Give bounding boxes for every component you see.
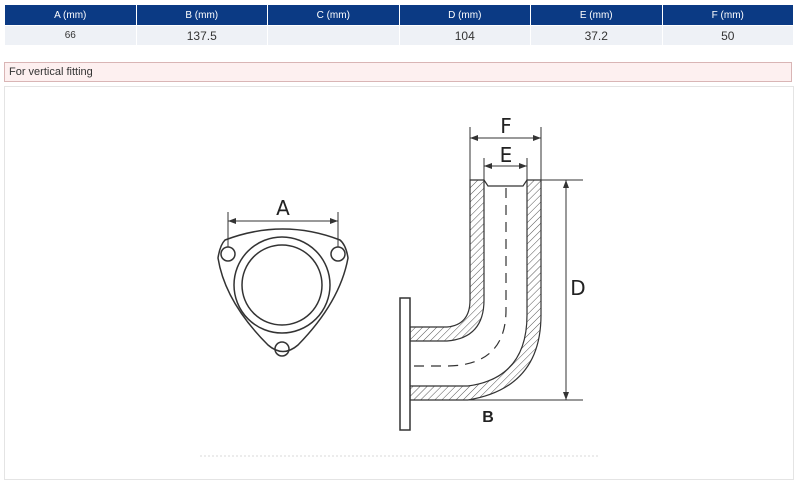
flange-bore-outer (233, 236, 331, 334)
dim-a-label: A (276, 196, 290, 220)
header-e: E (mm) (530, 4, 663, 26)
elbow-pipe-drawing: F E D B (399, 114, 586, 431)
dim-d-label: D (570, 276, 585, 300)
dim-e-label: E (500, 143, 513, 167)
pipe-centerline (414, 188, 507, 367)
bolt-hole-bottom (274, 341, 290, 357)
value-b: 137.5 (135, 25, 268, 46)
dim-f-arrow-right (533, 135, 541, 141)
pipe-top-bevel (483, 179, 528, 187)
diagram-panel (4, 86, 794, 480)
dimensions-table: A (mm) B (mm) C (mm) D (mm) E (mm) F (mm… (4, 4, 794, 46)
dim-e-arrow-left (484, 163, 492, 169)
dim-a-arrow-left (228, 218, 236, 224)
dim-a-arrow-right (330, 218, 338, 224)
value-e: 37.2 (530, 25, 663, 46)
value-d: 104 (398, 25, 531, 46)
header-f: F (mm) (661, 4, 794, 26)
value-a: 66 (4, 25, 137, 46)
fitting-note: For vertical fitting (4, 62, 792, 82)
pipe-inner-wall (409, 179, 485, 342)
dim-e-arrow-right (519, 163, 527, 169)
dim-f-label: F (500, 114, 512, 138)
value-f: 50 (661, 25, 794, 46)
table-row: 66 137.5 104 37.2 50 (4, 25, 794, 46)
dim-d-arrow-bottom (563, 392, 569, 400)
header-a: A (mm) (4, 4, 137, 26)
value-c (267, 25, 400, 46)
dim-b-label: B (482, 409, 494, 426)
flange-drawing: A (217, 196, 349, 357)
header-b: B (mm) (135, 4, 268, 26)
mounting-plate (399, 297, 411, 431)
dim-f-arrow-left (470, 135, 478, 141)
flange-bore-inner (241, 244, 323, 326)
dim-d-arrow-top (563, 180, 569, 188)
